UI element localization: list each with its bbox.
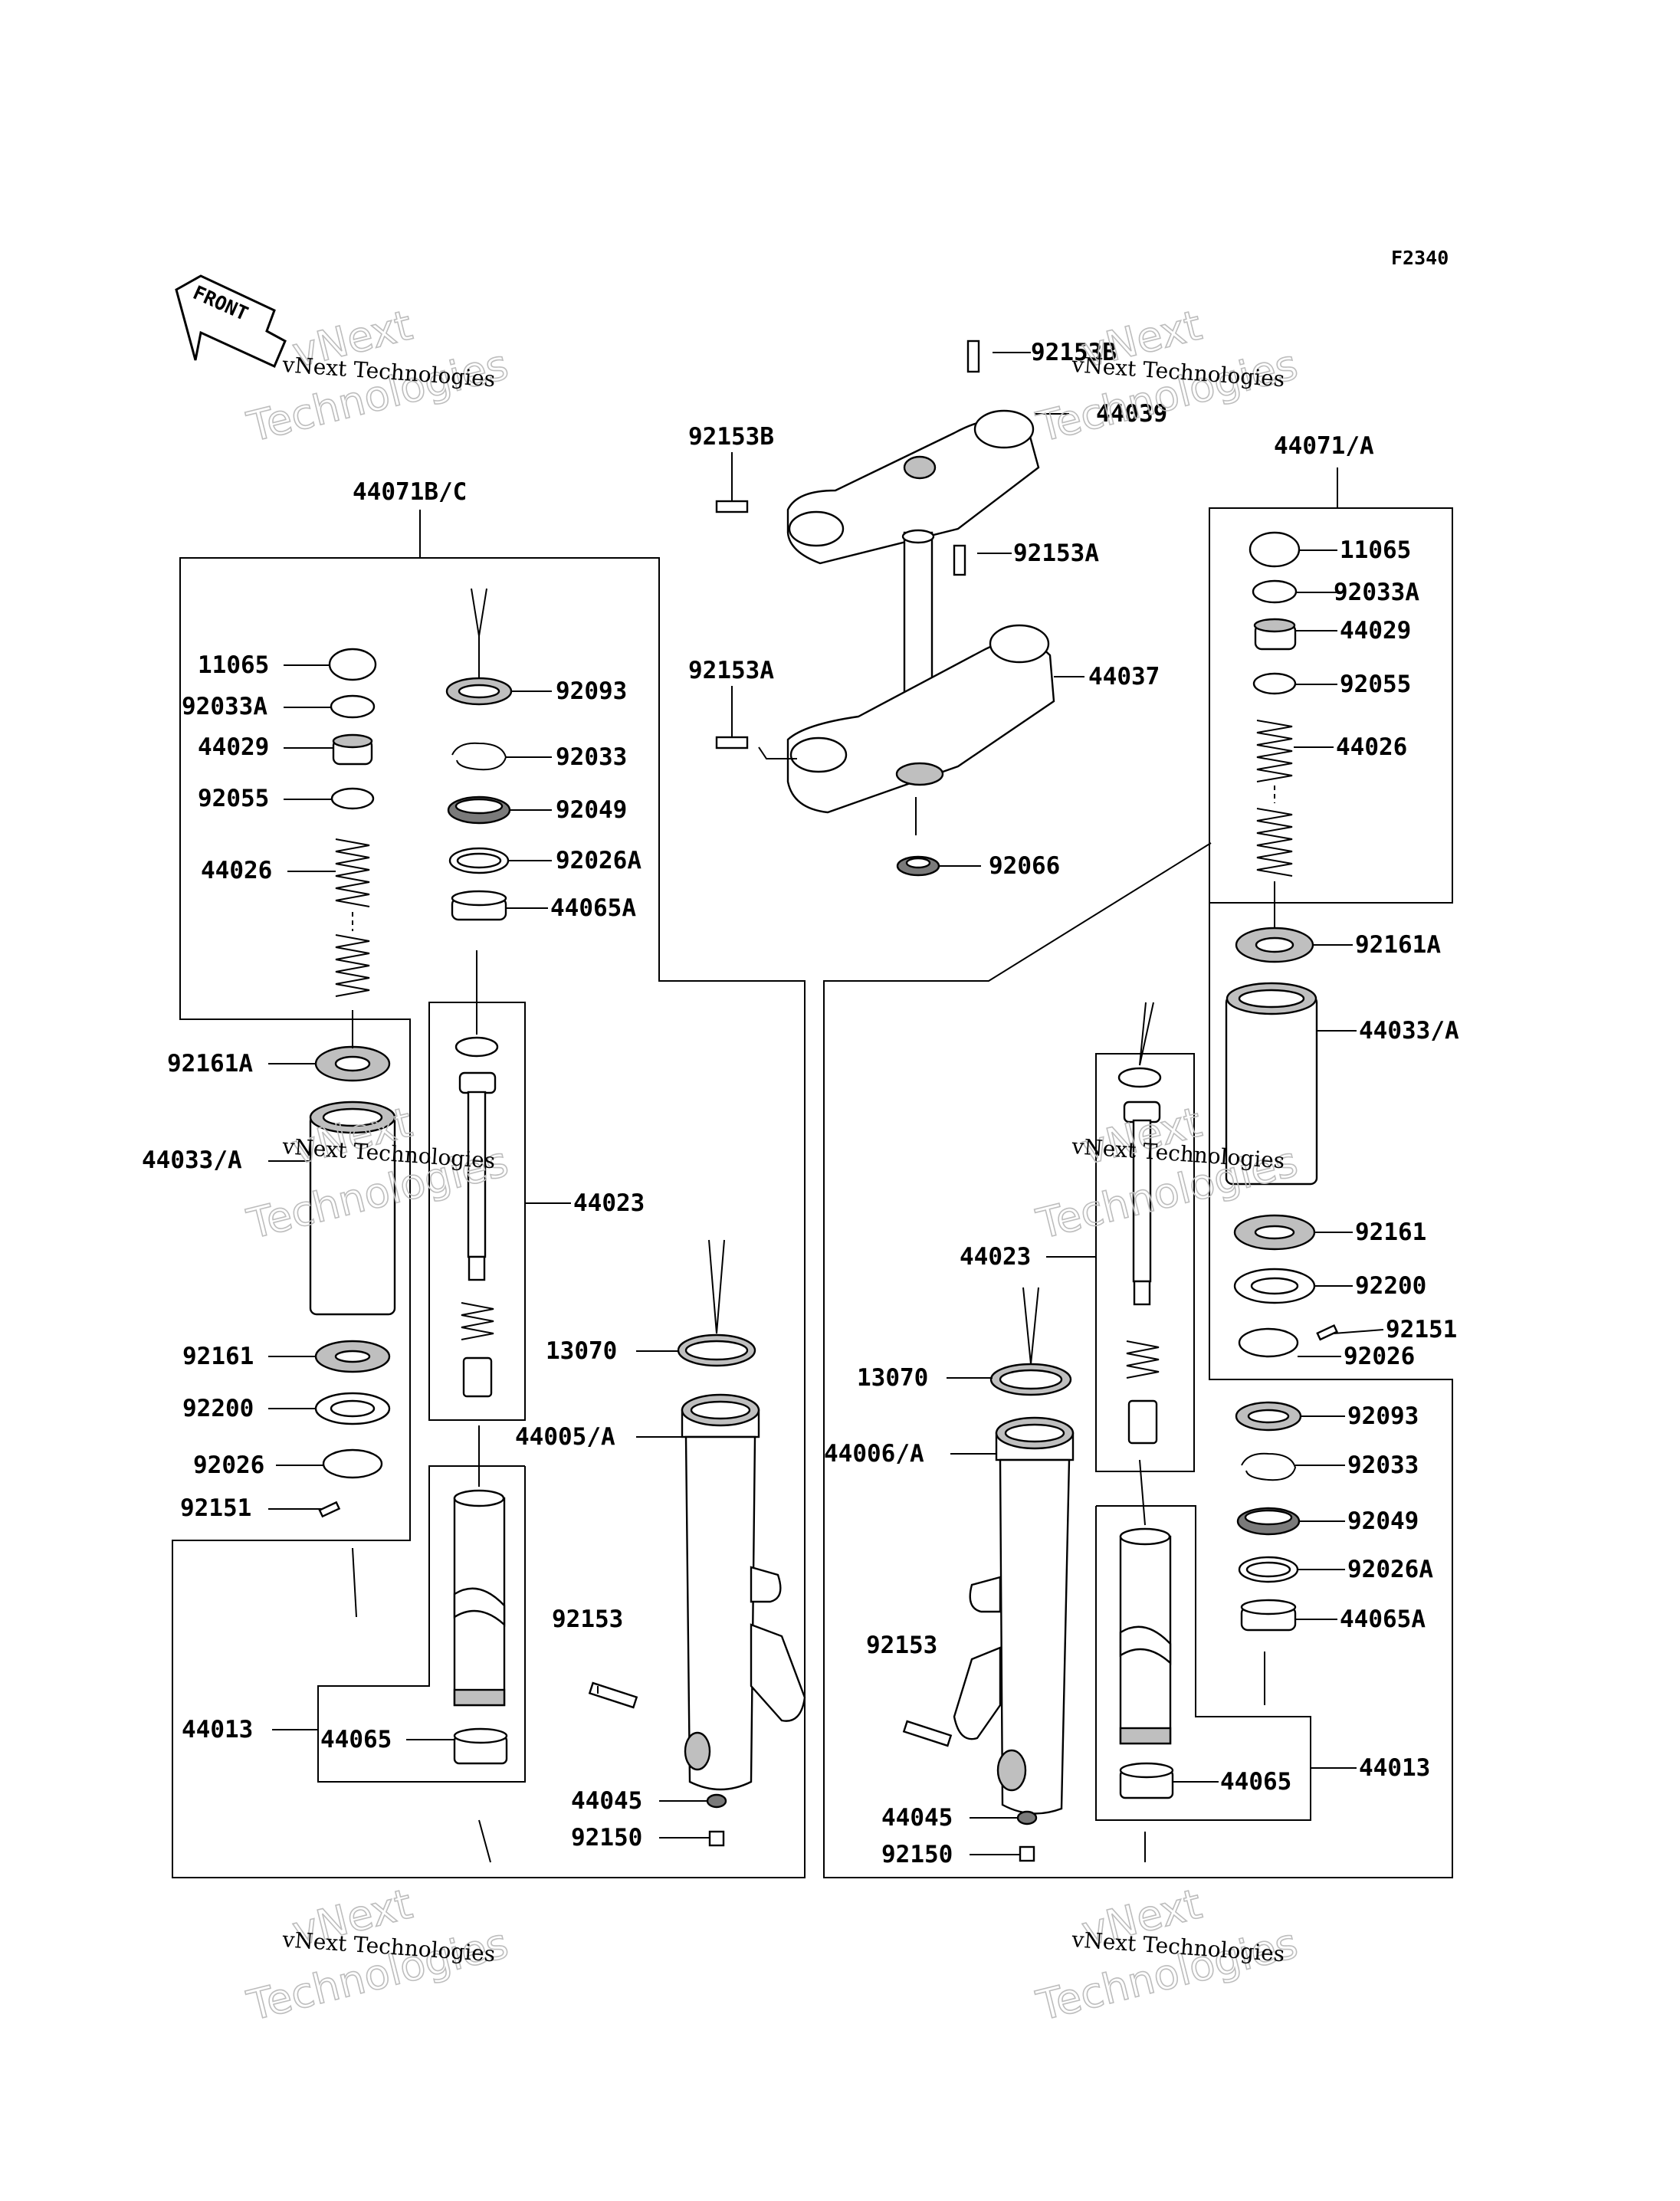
left-fork-parts: [309, 648, 806, 1847]
label-left-92153: 92153: [552, 1606, 623, 1633]
label-44071bc: 44071B/C: [353, 478, 467, 506]
label-right-92093: 92093: [1347, 1402, 1419, 1430]
label-right-44026: 44026: [1336, 733, 1407, 761]
part-number-labels: 44071B/C 44071/A 92153B 44039 92153B 921…: [142, 339, 1459, 1868]
label-left-44026: 44026: [201, 857, 272, 884]
label-44071a: 44071/A: [1274, 432, 1374, 460]
label-left-92161a: 92161A: [167, 1050, 253, 1078]
label-left-44033a: 44033/A: [142, 1146, 242, 1174]
label-92153a-upper: 92153A: [1013, 540, 1099, 567]
label-right-44023: 44023: [960, 1243, 1031, 1271]
label-right-92033: 92033: [1347, 1451, 1419, 1479]
diagram-code: F2340: [1391, 247, 1449, 269]
label-left-92033a: 92033A: [182, 693, 267, 720]
label-right-11065: 11065: [1340, 536, 1411, 564]
label-left-92150: 92150: [571, 1824, 642, 1852]
label-left-92093: 92093: [556, 677, 627, 705]
label-right-92200: 92200: [1355, 1272, 1426, 1300]
label-right-44065a: 44065A: [1340, 1606, 1426, 1633]
label-left-92049: 92049: [556, 796, 627, 824]
label-left-44045: 44045: [571, 1787, 642, 1815]
steering-stem-lower-bracket: [715, 529, 1055, 877]
label-44039: 44039: [1096, 400, 1167, 428]
label-right-44045: 44045: [881, 1804, 953, 1832]
label-left-92033: 92033: [556, 743, 627, 771]
label-92153a-left: 92153A: [688, 657, 774, 684]
label-left-44023: 44023: [573, 1189, 645, 1217]
label-left-92026a: 92026A: [556, 847, 641, 874]
label-left-92055: 92055: [198, 785, 269, 812]
label-left-13070: 13070: [546, 1337, 617, 1365]
assembly-frames: [172, 481, 1453, 1878]
label-92066: 92066: [989, 852, 1060, 880]
left-fork-spring-icon: [335, 838, 370, 997]
label-left-44065: 44065: [320, 1726, 392, 1753]
right-fork-parts: [902, 531, 1338, 1862]
label-left-44013: 44013: [182, 1716, 253, 1743]
label-left-92161: 92161: [182, 1343, 254, 1370]
label-92153b-left: 92153B: [688, 423, 774, 451]
upper-fork-bracket: [715, 339, 1040, 565]
label-left-92026: 92026: [193, 1451, 264, 1479]
label-left-92200: 92200: [182, 1395, 254, 1422]
label-left-92151: 92151: [180, 1494, 251, 1522]
leader-lines: [268, 352, 1384, 1863]
label-right-44065: 44065: [1220, 1768, 1291, 1796]
front-arrow-icon: FRONT: [175, 274, 287, 369]
label-right-44013: 44013: [1359, 1754, 1430, 1782]
label-left-44005a: 44005/A: [515, 1423, 615, 1451]
label-right-92049: 92049: [1347, 1507, 1419, 1535]
label-right-44006a: 44006/A: [824, 1440, 924, 1468]
label-right-92026a: 92026A: [1347, 1556, 1433, 1583]
label-right-44033a: 44033/A: [1359, 1017, 1459, 1045]
label-right-92151: 92151: [1386, 1316, 1457, 1343]
label-left-11065: 11065: [198, 651, 269, 679]
label-right-92161: 92161: [1355, 1219, 1426, 1246]
label-right-92033a: 92033A: [1334, 579, 1419, 606]
label-left-44065a: 44065A: [550, 894, 636, 922]
label-right-92026: 92026: [1344, 1343, 1415, 1370]
label-92153b-upper: 92153B: [1031, 339, 1117, 366]
right-fork-spring-icon: [1256, 720, 1293, 877]
label-right-92150: 92150: [881, 1841, 953, 1868]
label-44037: 44037: [1088, 663, 1160, 690]
label-right-92055: 92055: [1340, 671, 1411, 698]
label-right-44029: 44029: [1340, 617, 1411, 645]
label-right-92161a: 92161A: [1355, 931, 1441, 959]
label-right-13070: 13070: [857, 1364, 928, 1392]
label-right-92153: 92153: [866, 1632, 937, 1659]
label-left-44029: 44029: [198, 733, 269, 761]
